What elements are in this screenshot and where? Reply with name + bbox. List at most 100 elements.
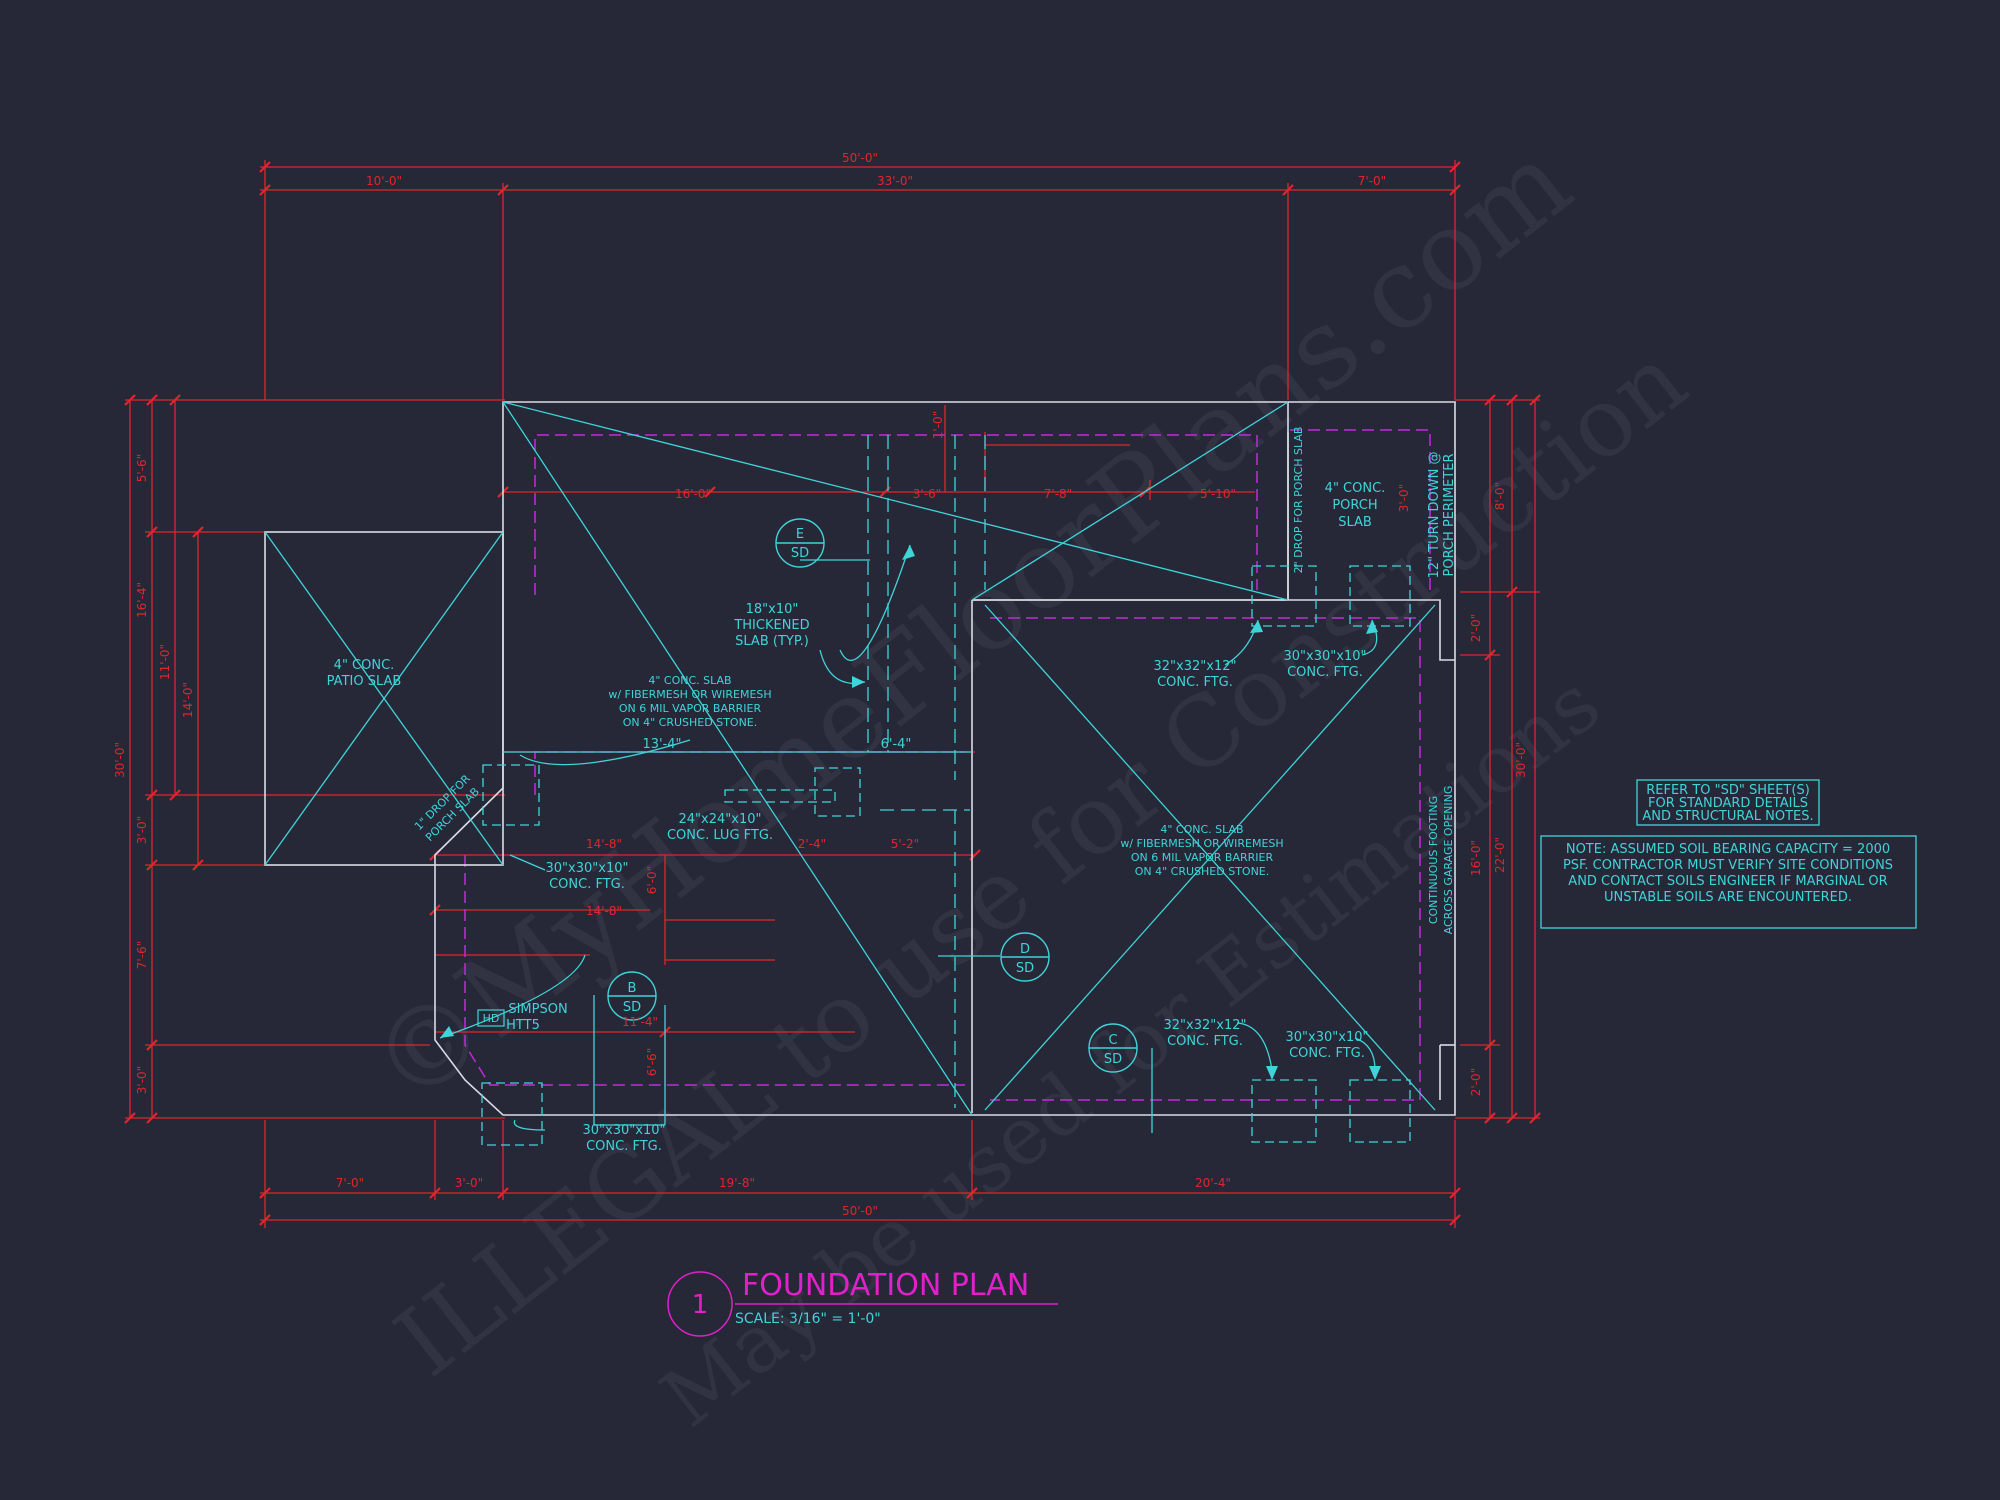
dimension-labels: 50'-0" 10'-0" 33'-0" 7'-0" 7'-0" 3'-0" 1… <box>113 151 1528 1218</box>
soil-note-box: NOTE: ASSUMED SOIL BEARING CAPACITY = 20… <box>1540 835 1917 929</box>
dim-left-c: 3'-0" <box>135 816 149 844</box>
slab-garage-4: ON 4" CRUSHED STONE. <box>1135 865 1270 878</box>
simpson-2: HTT5 <box>506 1018 540 1033</box>
dim-int-6-4: 6'-4" <box>881 737 912 752</box>
simpson-1: SIMPSON <box>508 1002 567 1017</box>
plan-notes: 4" CONC. PATIO SLAB 4" CONC. PORCH SLAB … <box>327 427 1457 1154</box>
dim-int-16: 16'-0" <box>675 487 711 501</box>
slab-garage-3: ON 6 MIL VAPOR BARRIER <box>1131 851 1274 864</box>
ftg-30-top-2: CONC. FTG. <box>1287 665 1363 680</box>
ftg-30-top-1: 30"x30"x10" <box>1284 649 1367 664</box>
section-c-letter: C <box>1108 1033 1117 1048</box>
annotation-geometry <box>264 401 1436 1146</box>
refer-line-2: FOR STANDARD DETAILS <box>1648 796 1808 811</box>
title-number: 1 <box>692 1290 709 1320</box>
title-scale: SCALE: 3/16" = 1'-0" <box>735 1311 881 1327</box>
soil-line-3: AND CONTACT SOILS ENGINEER IF MARGINAL O… <box>1568 874 1887 889</box>
slab-main-1: 4" CONC. SLAB <box>648 674 731 687</box>
section-b-sheet: SD <box>623 1000 641 1015</box>
section-b-letter: B <box>628 981 637 996</box>
thickened-slab-1: 18"x10" <box>746 602 799 617</box>
dim-bottom-4: 20'-4" <box>1195 1176 1231 1190</box>
section-e-letter: E <box>796 527 804 542</box>
ftg-lug-1: 24"x24"x10" <box>679 812 762 827</box>
dim-top-mid: 33'-0" <box>877 174 913 188</box>
dim-right-b: 2'-0" <box>1469 614 1483 642</box>
turn-down-1: 12" TURN DOWN @ <box>1427 452 1442 579</box>
turn-down-2: PORCH PERIMETER <box>1442 454 1457 577</box>
dim-int-5-10: 5'-10" <box>1200 487 1236 501</box>
ftg-30-bottom-2: CONC. FTG. <box>586 1139 662 1154</box>
dim-int-6-6: 6'-6" <box>645 1048 659 1076</box>
slab-garage-2: w/ FIBERMESH OR WIREMESH <box>1120 837 1283 850</box>
soil-line-4: UNSTABLE SOILS ARE ENCOUNTERED. <box>1604 890 1852 905</box>
dim-bottom-3: 19'-8" <box>719 1176 755 1190</box>
section-d-sheet: SD <box>1016 961 1034 976</box>
cont-footing-1: CONTINUOUS FOOTING <box>1427 796 1440 924</box>
title-name: FOUNDATION PLAN <box>742 1268 1029 1303</box>
dim-right-overall: 30'-0" <box>1514 742 1528 778</box>
dim-int-6-0: 6'-0" <box>645 866 659 894</box>
dim-left-d: 7'-6" <box>135 941 149 969</box>
section-c-sheet: SD <box>1104 1052 1122 1067</box>
dim-left-inner-2: 14'-0" <box>181 682 195 718</box>
porch-label-1: 4" CONC. <box>1325 481 1386 496</box>
ftg-32-bot-1: 32"x32"x12" <box>1164 1018 1247 1033</box>
dim-left-e: 3'-0" <box>135 1066 149 1094</box>
title-number-circle <box>667 1271 733 1337</box>
ftg-30-bot-1: 30"x30"x10" <box>1286 1030 1369 1045</box>
dim-top-left: 10'-0" <box>366 174 402 188</box>
cont-footing-2: ACROSS GARAGE OPENING <box>1442 786 1455 935</box>
refer-line-3: AND STRUCTURAL NOTES. <box>1642 809 1813 824</box>
patio-label-1: 4" CONC. <box>334 658 395 673</box>
dim-right-d: 16'-0" <box>1469 840 1483 876</box>
dim-int-7-8: 7'-8" <box>1044 487 1072 501</box>
refer-line-1: REFER TO "SD" SHEET(S) <box>1646 783 1810 798</box>
dim-bottom-2: 3'-0" <box>455 1176 483 1190</box>
slab-main-2: w/ FIBERMESH OR WIREMESH <box>608 688 771 701</box>
dim-right-a: 8'-0" <box>1493 482 1507 510</box>
drawing-title: 1 FOUNDATION PLAN SCALE: 3/16" = 1'-0" <box>667 1268 1058 1337</box>
dim-right-e: 2'-0" <box>1469 1068 1483 1096</box>
section-marker-b[interactable]: B SD <box>607 971 657 1021</box>
dim-left-b: 16'-4" <box>135 582 149 618</box>
ftg-32-top-2: CONC. FTG. <box>1157 675 1233 690</box>
simpson-tag: HD <box>483 1012 500 1025</box>
slab-main-3: ON 6 MIL VAPOR BARRIER <box>619 702 762 715</box>
section-marker-e[interactable]: E SD <box>775 518 825 568</box>
dim-top-right: 7'-0" <box>1358 174 1386 188</box>
dim-left-inner-1: 11'-0" <box>158 644 172 680</box>
porch-label-2: PORCH <box>1332 498 1377 513</box>
drop-porch: 2" DROP FOR PORCH SLAB <box>1292 427 1305 574</box>
dim-int-5-2: 5'-2" <box>891 837 919 851</box>
slab-garage-1: 4" CONC. SLAB <box>1160 823 1243 836</box>
foundation-outline <box>264 401 1456 1116</box>
ftg-30-left-1: 30"x30"x10" <box>546 861 629 876</box>
dim-right-f: 3'-0" <box>1397 484 1411 512</box>
dimension-lines <box>125 160 1540 1228</box>
dim-bottom-overall: 50'-0" <box>842 1204 878 1218</box>
ftg-30-bot-2: CONC. FTG. <box>1289 1046 1365 1061</box>
porch-label-3: SLAB <box>1338 515 1372 530</box>
dim-int-3-6: 3'-6" <box>913 487 941 501</box>
section-marker-d[interactable]: D SD <box>1000 932 1050 982</box>
dim-right-c: 22'-0" <box>1493 837 1507 873</box>
patio-label-2: PATIO SLAB <box>327 674 402 689</box>
dim-int-11-4: 11'-4" <box>622 1015 658 1029</box>
section-marker-c[interactable]: C SD <box>1088 1023 1138 1073</box>
dim-int-14-8a: 14'-8" <box>586 837 622 851</box>
dim-top-overall: 50'-0" <box>842 151 878 165</box>
dim-int-14-8b: 14'-8" <box>586 904 622 918</box>
dim-bottom-1: 7'-0" <box>336 1176 364 1190</box>
refer-note-box: REFER TO "SD" SHEET(S) FOR STANDARD DETA… <box>1636 779 1820 826</box>
soil-line-2: PSF. CONTRACTOR MUST VERIFY SITE CONDITI… <box>1563 858 1893 873</box>
dim-int-2-4: 2'-4" <box>798 837 826 851</box>
slab-main-4: ON 4" CRUSHED STONE. <box>623 716 758 729</box>
section-d-letter: D <box>1020 942 1030 957</box>
leader-arrowheads <box>440 545 1381 1080</box>
ftg-30-bottom-1: 30"x30"x10" <box>583 1123 666 1138</box>
dim-left-a: 5'-6" <box>135 454 149 482</box>
ftg-30-left-2: CONC. FTG. <box>549 877 625 892</box>
dim-left-overall: 30'-0" <box>113 742 127 778</box>
